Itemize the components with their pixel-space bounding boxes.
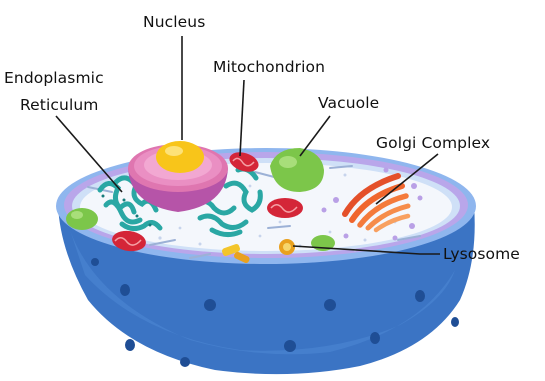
label-mitochondrion: Mitochondrion <box>213 58 325 77</box>
membrane-pore <box>180 357 190 367</box>
leader-mitochondrion <box>240 80 244 156</box>
membrane-pore <box>204 299 216 311</box>
label-reticulum: Reticulum <box>20 96 98 115</box>
nucleolus <box>156 141 204 173</box>
membrane-pore <box>415 290 425 302</box>
lysosome <box>279 239 295 255</box>
membrane-pore <box>91 258 99 266</box>
membrane-pore <box>284 340 296 352</box>
label-lysosome: Lysosome <box>443 245 520 264</box>
membrane-pore <box>120 284 130 296</box>
label-vacuole: Vacuole <box>318 94 379 113</box>
membrane-pore <box>370 332 380 344</box>
label-endoplasmic: Endoplasmic <box>4 69 104 88</box>
membrane-pore <box>125 339 135 351</box>
label-golgi-complex: Golgi Complex <box>376 134 490 153</box>
label-nucleus: Nucleus <box>143 13 205 32</box>
membrane-pore <box>451 317 459 327</box>
vacuole-left <box>66 208 98 230</box>
mitochondrion-right <box>267 198 303 218</box>
membrane-pore <box>324 299 336 311</box>
